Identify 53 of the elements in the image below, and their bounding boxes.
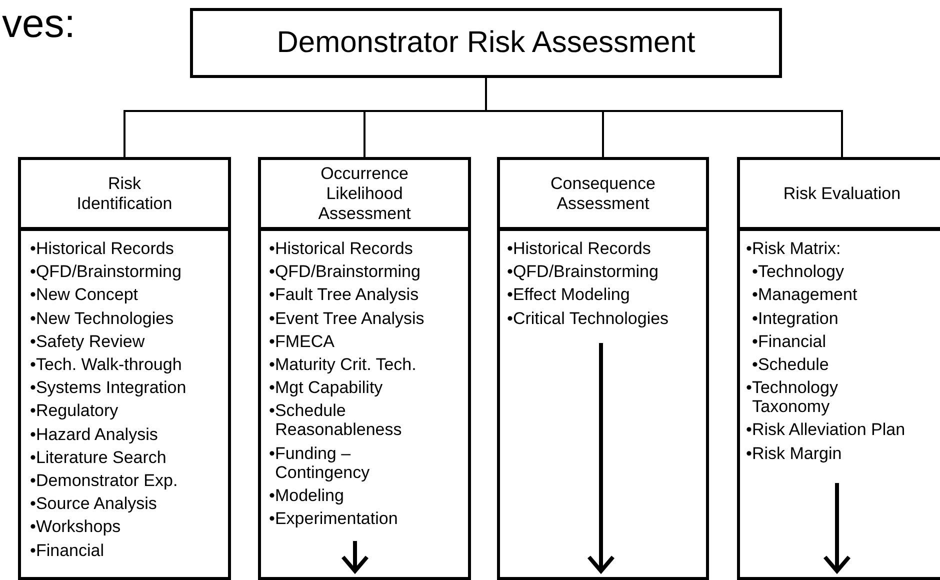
list-item: •Systems Integration (30, 378, 186, 398)
list-item: •Source Analysis (30, 494, 157, 514)
list-item: •Literature Search (30, 448, 166, 467)
list-item: •New Technologies (30, 308, 174, 328)
list-item: •Historical Records (507, 239, 651, 258)
list-item: •Management (752, 285, 858, 304)
list-item: •Hazard Analysis (30, 424, 158, 444)
list-item: •QFD/Brainstorming (507, 262, 658, 282)
list-item: •Historical Records (30, 239, 174, 258)
list-item: •Integration (752, 308, 838, 328)
box-text: Risk Identification (76, 174, 174, 214)
list-item: •Event Tree Analysis (269, 308, 424, 328)
header-box (497, 157, 709, 230)
box-text: Risk Evaluation (783, 184, 901, 204)
list-item: •Workshops (30, 517, 121, 536)
list-item: •Risk Margin (746, 444, 842, 463)
list-item: •Regulatory (30, 401, 118, 420)
title-box (190, 8, 782, 78)
list-box (737, 228, 940, 580)
list-item: •QFD/Brainstorming (30, 262, 182, 282)
list-item: •Maturity Crit. Tech. (269, 355, 416, 374)
list-item: •Historical Records (269, 239, 413, 258)
list-item: •Effect Modeling (507, 285, 630, 304)
list-item: •Risk Alleviation Plan (746, 420, 906, 440)
header-box (18, 157, 231, 230)
list-item: •Risk Matrix: (746, 239, 841, 258)
list-item: •Technology Taxonomy (746, 378, 839, 416)
list-item: •Modeling (269, 486, 344, 505)
list-item: •New Concept (30, 285, 138, 304)
list-item: •Fault Tree Analysis (269, 285, 419, 304)
list-item: •Schedule (752, 355, 829, 374)
list-item: •Technology (752, 262, 844, 282)
list-item: •Critical Technologies (507, 308, 669, 328)
box-text: Occurrence Likelihood Assessment (317, 164, 412, 224)
list-item: •Tech. Walk-through (30, 355, 182, 374)
list-box (18, 228, 231, 580)
list-item: •Funding – Contingency (269, 444, 371, 482)
slide-text: ves: (2, 2, 76, 46)
list-item: •FMECA (269, 332, 334, 351)
list-item: •Financial (30, 540, 104, 560)
list-item: •Mgt Capability (269, 378, 383, 398)
list-item: •Financial (752, 332, 826, 351)
list-item: •Safety Review (30, 332, 145, 351)
list-box (497, 228, 709, 580)
list-item: •Demonstrator Exp. (30, 471, 178, 490)
list-box (258, 228, 471, 580)
box-text: Demonstrator Risk Assessment (276, 25, 696, 61)
list-item: •Experimentation (269, 509, 398, 528)
header-box (737, 157, 940, 230)
list-item: •Schedule Reasonableness (269, 401, 403, 440)
header-box (258, 157, 471, 230)
box-text: Consequence Assessment (550, 174, 656, 214)
list-item: •QFD/Brainstorming (269, 262, 420, 282)
